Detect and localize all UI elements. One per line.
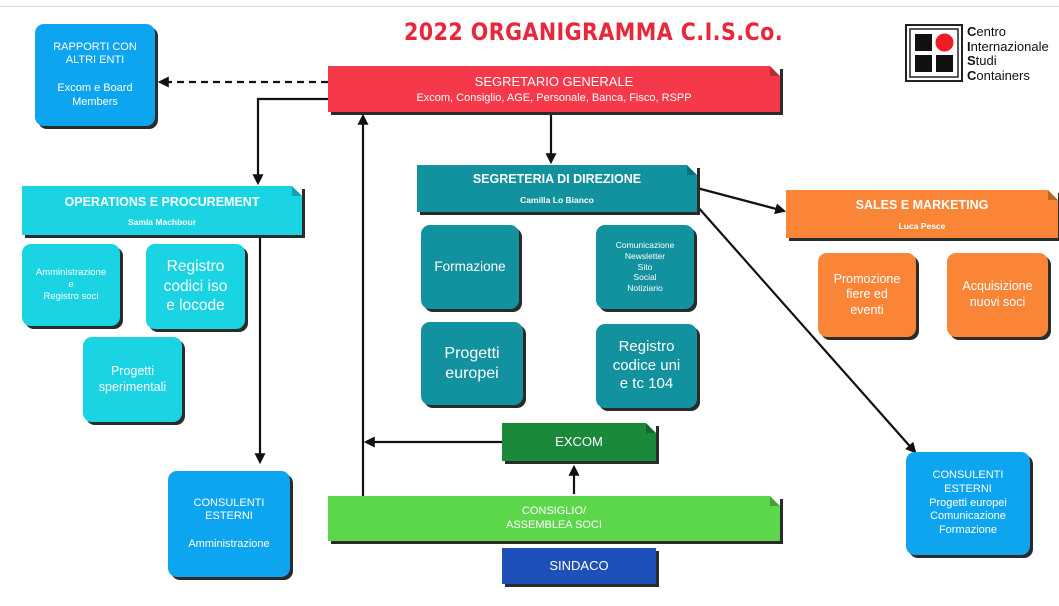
node-consulenti-right: CONSULENTI ESTERNI Progetti europei Comu… bbox=[906, 452, 1030, 555]
node-acquisizione-text: Acquisizione nuovi soci bbox=[962, 279, 1033, 309]
logo-line-4: Containers bbox=[967, 67, 1030, 83]
node-operations-subtitle: Samia Machbour bbox=[127, 216, 197, 227]
node-segretario-title: SEGRETARIO GENERALE bbox=[474, 74, 634, 89]
arrow-segreteria-to-sales bbox=[696, 186, 787, 215]
logo-line-3: Studi bbox=[967, 53, 997, 68]
node-operations: OPERATIONS E PROCUREMENT Samia Machbour bbox=[22, 186, 302, 235]
node-operations-title: OPERATIONS E PROCUREMENT bbox=[64, 194, 260, 209]
node-consulenti-left: CONSULENTI ESTERNI Amministrazione bbox=[168, 471, 290, 577]
node-promozione: Promozione fiere ed eventi bbox=[818, 253, 916, 337]
node-progetti-europei-text: Progetti europei bbox=[444, 344, 500, 382]
node-excom: EXCOM bbox=[502, 423, 656, 461]
node-sindaco-text: SINDACO bbox=[549, 557, 609, 573]
node-consiglio: CONSIGLIO/ ASSEMBLEA SOCI bbox=[328, 496, 780, 541]
node-registro-uni-text: Registro codice uni e tc 104 bbox=[612, 337, 681, 393]
node-registro-iso-text: Registro codici iso e locode bbox=[163, 258, 228, 315]
node-amministrazione: Amministrazione e Registro soci bbox=[22, 244, 120, 326]
node-consulenti-left-text: CONSULENTI ESTERNI Amministrazione bbox=[188, 496, 270, 550]
arrow-segretario-to-operations bbox=[252, 97, 328, 186]
node-formazione-text: Formazione bbox=[434, 258, 506, 274]
node-rapporti: RAPPORTI CON ALTRI ENTI Excom e Board Me… bbox=[35, 24, 155, 126]
logo-line-2: Internazionale bbox=[967, 38, 1049, 54]
arrow-segreteria-to-consulenti-right bbox=[696, 205, 917, 454]
node-sindaco: SINDACO bbox=[502, 548, 656, 584]
node-progetti-sperimentali: Progetti sperimentali bbox=[83, 337, 182, 422]
node-progetti-europei: Progetti europei bbox=[421, 322, 523, 405]
node-formazione: Formazione bbox=[421, 225, 519, 309]
logo-line-1: Centro bbox=[967, 24, 1007, 39]
cisco-logo bbox=[905, 24, 963, 82]
node-segretario: SEGRETARIO GENERALE Excom, Consiglio, AG… bbox=[328, 66, 780, 112]
node-segretario-subtitle: Excom, Consiglio, AGE, Personale, Banca,… bbox=[416, 92, 692, 104]
node-comunicazione: Comunicazione Newsletter Sito Social Not… bbox=[596, 225, 694, 309]
node-segreteria: SEGRETERIA DI DIREZIONE Camilla Lo Bianc… bbox=[417, 165, 697, 212]
node-sales-title: SALES E MARKETING bbox=[855, 197, 989, 212]
node-registro-iso: Registro codici iso e locode bbox=[146, 244, 245, 329]
node-comunicazione-text: Comunicazione Newsletter Sito Social Not… bbox=[615, 240, 675, 293]
node-progetti-sperimentali-text: Progetti sperimentali bbox=[98, 363, 167, 394]
node-sales-subtitle: Luca Pesce bbox=[898, 220, 946, 231]
node-sales: SALES E MARKETING Luca Pesce bbox=[786, 190, 1058, 238]
node-amministrazione-text: Amministrazione e Registro soci bbox=[35, 267, 107, 302]
node-consiglio-text: CONSIGLIO/ ASSEMBLEA SOCI bbox=[506, 504, 602, 531]
top-divider bbox=[0, 0, 1059, 7]
node-consulenti-right-text: CONSULENTI ESTERNI Progetti europei Comu… bbox=[929, 469, 1007, 537]
node-excom-text: EXCOM bbox=[555, 433, 603, 449]
node-segreteria-title: SEGRETERIA DI DIREZIONE bbox=[472, 172, 642, 186]
node-rapporti-text: RAPPORTI CON ALTRI ENTI Excom e Board Me… bbox=[53, 40, 137, 108]
node-promozione-text: Promozione fiere ed eventi bbox=[833, 271, 901, 317]
chart-title: 2022 ORGANIGRAMMA C.I.S.Co. bbox=[404, 18, 783, 46]
cisco-logo-icon bbox=[905, 24, 963, 82]
node-acquisizione: Acquisizione nuovi soci bbox=[947, 253, 1048, 337]
cisco-logo-text: Centro Internazionale Studi Containers bbox=[967, 24, 1049, 83]
node-registro-uni: Registro codice uni e tc 104 bbox=[596, 324, 697, 408]
node-segreteria-subtitle: Camilla Lo Bianco bbox=[520, 195, 594, 205]
